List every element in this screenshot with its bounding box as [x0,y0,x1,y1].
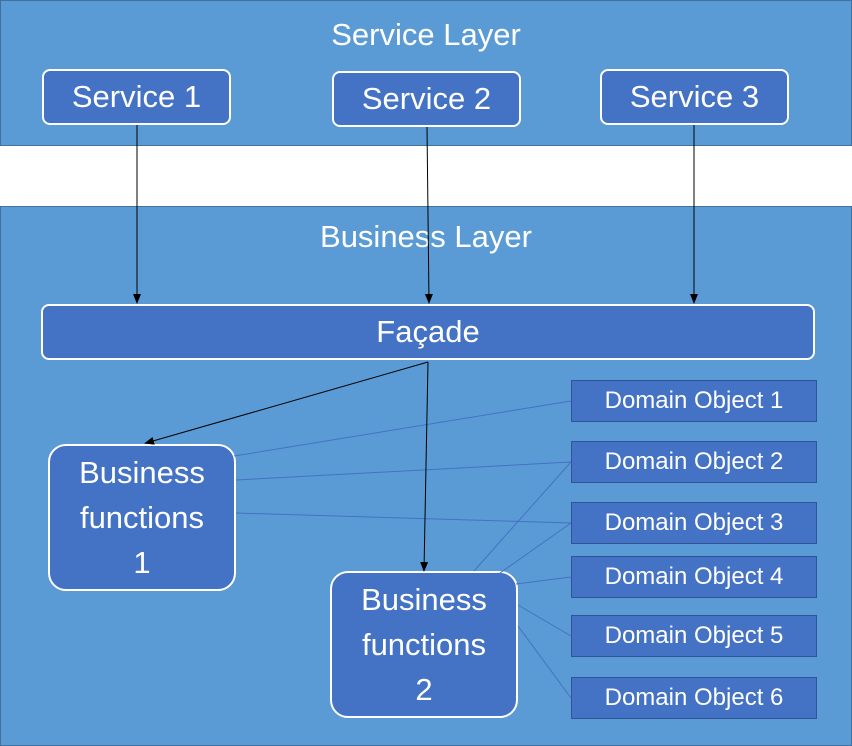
service-1-box[interactable]: Service 1 [42,69,231,125]
facade-box[interactable]: Façade [41,304,815,360]
domain-object-2-box[interactable]: Domain Object 2 [571,441,817,483]
domain-object-4-box[interactable]: Domain Object 4 [571,556,817,598]
domain-object-3-box[interactable]: Domain Object 3 [571,502,817,544]
business-layer-title: Business Layer [320,219,532,254]
service-2-box[interactable]: Service 2 [332,71,521,127]
domain-object-6-box[interactable]: Domain Object 6 [571,677,817,719]
domain-object-5-box[interactable]: Domain Object 5 [571,615,817,657]
business-functions-2-box[interactable]: Business functions 2 [330,571,518,718]
service-layer-title: Service Layer [331,17,521,52]
service-3-box[interactable]: Service 3 [600,69,789,125]
domain-object-1-box[interactable]: Domain Object 1 [571,380,817,422]
business-functions-1-box[interactable]: Business functions 1 [48,444,236,591]
